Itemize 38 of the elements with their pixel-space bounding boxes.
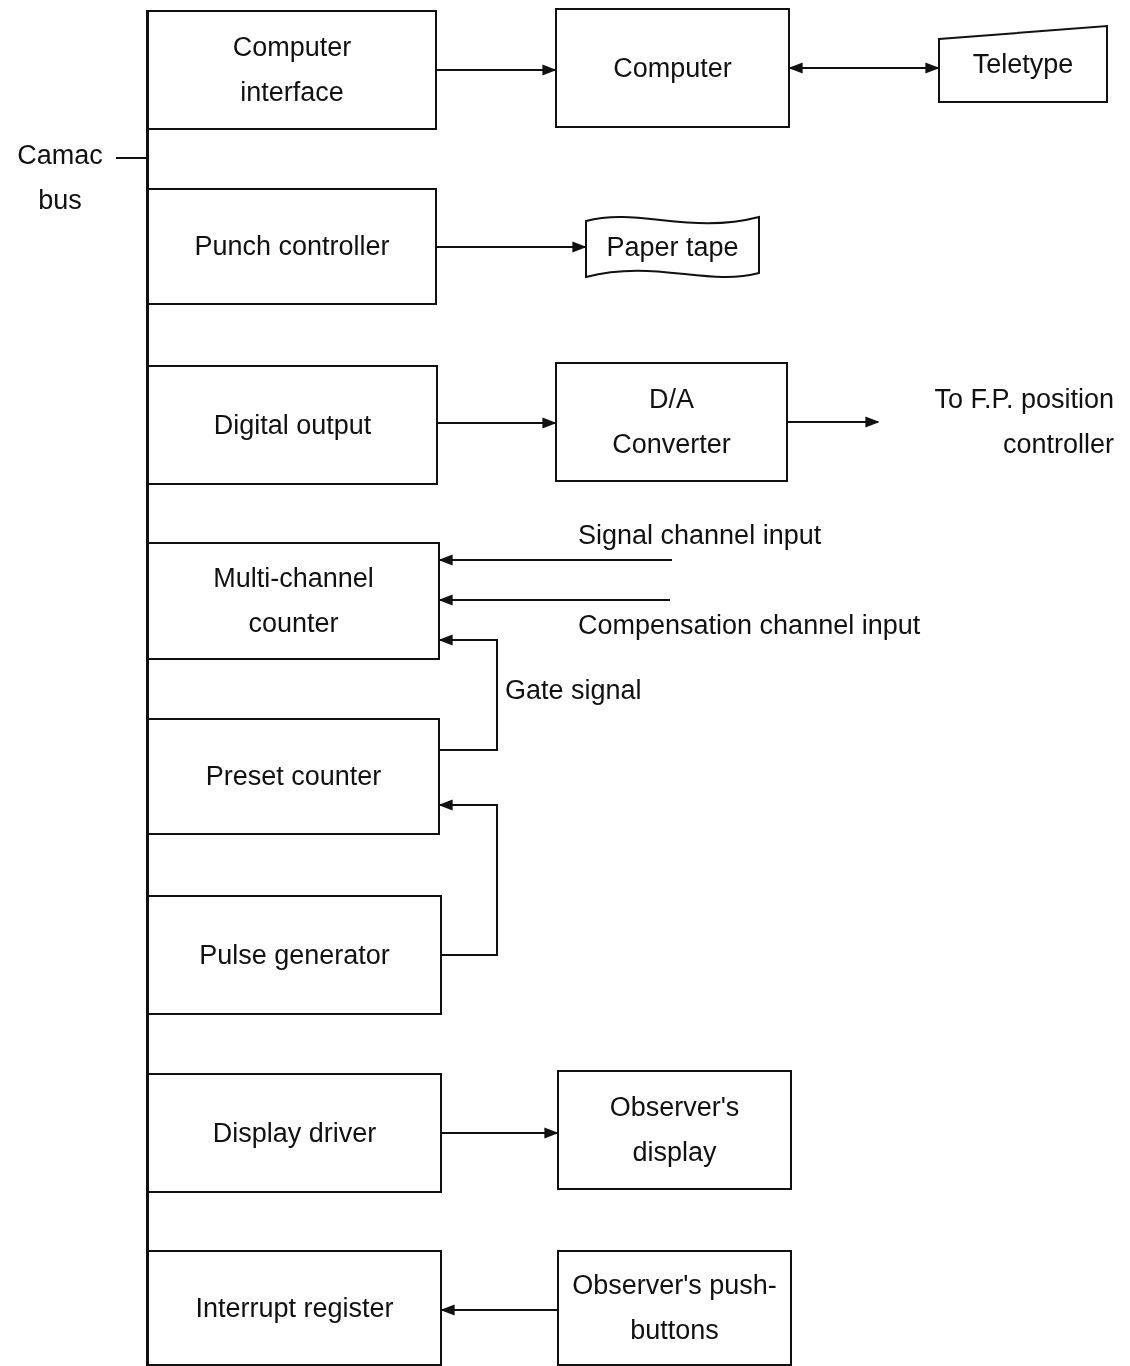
node-text: Camac bus	[16, 139, 104, 217]
process-box	[555, 362, 788, 482]
process-box	[557, 1070, 792, 1190]
node-text: Digital output	[212, 408, 373, 442]
arrow	[436, 64, 557, 76]
node-text: Computer interface	[231, 31, 353, 109]
node-text: Teletype	[971, 47, 1075, 81]
process-box	[147, 718, 440, 835]
teletype-box	[938, 25, 1108, 103]
process-box	[147, 365, 438, 485]
node-text: D/A Converter	[611, 383, 732, 461]
node-text: Signal channel input	[578, 518, 823, 552]
node-text: Pulse generator	[198, 938, 391, 972]
leader-line	[115, 157, 147, 159]
process-box	[147, 542, 440, 660]
node-text: Observer's push-buttons	[571, 1269, 778, 1347]
node-text: Preset counter	[204, 760, 383, 794]
process-box	[555, 8, 790, 128]
node-text: Punch controller	[193, 230, 391, 264]
node-text: Display driver	[211, 1116, 378, 1150]
arrow	[441, 1127, 559, 1139]
process-box	[557, 1250, 792, 1366]
node-text: To F.P. position controller	[933, 383, 1114, 461]
node-text: Paper tape	[605, 230, 740, 264]
process-box	[147, 1250, 442, 1366]
node-text: Multi-channel counter	[212, 562, 375, 640]
node-text: Observer's display	[608, 1091, 741, 1169]
process-box	[147, 10, 437, 130]
node-text: Computer	[612, 51, 733, 85]
arrow	[436, 241, 587, 253]
arrow	[437, 417, 557, 429]
paper-tape-shape	[585, 213, 760, 281]
process-box	[147, 188, 437, 305]
process-box	[147, 895, 442, 1015]
arrow	[787, 416, 880, 428]
node-text: Interrupt register	[194, 1291, 395, 1325]
node-text: Compensation channel input	[578, 608, 922, 642]
process-box	[147, 1073, 442, 1193]
